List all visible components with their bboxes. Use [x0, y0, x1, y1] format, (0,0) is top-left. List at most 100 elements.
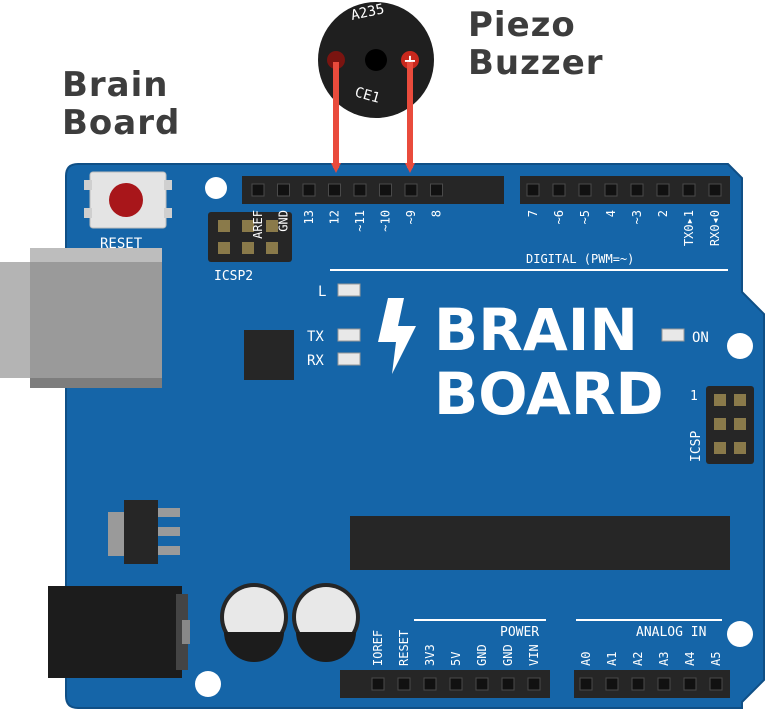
header-pin: [430, 183, 443, 197]
pin-label: 7: [526, 210, 540, 217]
mounting-hole: [195, 671, 221, 697]
pin-label: 8: [430, 210, 444, 217]
pin-label: A3: [657, 652, 671, 666]
board-title: Brain Board: [62, 66, 180, 142]
buzzer-positive-terminal: [401, 51, 419, 69]
icsp-pin1-label: 1: [690, 389, 698, 404]
header-pin: [328, 183, 341, 197]
microcontroller-chip: [350, 516, 730, 570]
digital-labels-right: 7 ~6 ~5 4 ~3 2 TX0▸1 RX0◂0: [526, 210, 722, 246]
buzzer-marking-bottom: CE1: [353, 84, 382, 106]
header-pin: [709, 677, 723, 691]
header-pin: [682, 183, 696, 197]
led-l-label: L: [318, 284, 326, 300]
header-pin: [631, 677, 645, 691]
board-title-line2: Board: [62, 103, 181, 143]
pin-label: ~3: [630, 210, 644, 224]
pin-label: ~6: [552, 210, 566, 224]
header-pin: [371, 677, 385, 691]
pin-label: 3V3: [423, 644, 437, 666]
pin-label: RESET: [397, 630, 411, 666]
header-pin: [552, 183, 566, 197]
header-pin: [475, 677, 489, 691]
header-pin: [708, 183, 722, 197]
pin-label: A2: [631, 652, 645, 666]
pin-label: GND: [475, 644, 489, 666]
lightning-icon: [378, 298, 416, 374]
pin-label: 13: [302, 210, 316, 224]
mounting-hole: [205, 177, 227, 199]
digital-header-right: [520, 176, 730, 204]
pin-label: AREF: [251, 210, 265, 239]
piezo-buzzer: + A235 CE1: [318, 1, 434, 118]
icsp-header: [706, 386, 754, 464]
buzzer-title-line2: Buzzer: [468, 43, 604, 83]
buzzer-negative-terminal: [327, 51, 345, 69]
digital-label: DIGITAL (PWM=~): [526, 252, 634, 266]
digital-pins-left: [251, 183, 443, 197]
pin-label: RX0◂0: [708, 210, 722, 246]
header-pin: [527, 677, 541, 691]
header-pin: [579, 677, 593, 691]
digital-labels-left: AREF GND 13 12 ~11 ~10 ~9 8: [251, 210, 444, 239]
pin-label: A5: [709, 652, 723, 666]
digital-pins-right: [526, 183, 722, 197]
pin-label: ~11: [353, 210, 367, 232]
header-pin: [379, 183, 392, 197]
power-pins: [371, 677, 541, 691]
pin-label: ~5: [578, 210, 592, 224]
led-tx: [337, 328, 361, 342]
header-pin: [526, 183, 540, 197]
usb-chip: [244, 330, 294, 380]
buzzer-title: Piezo Buzzer: [468, 6, 604, 82]
header-pin: [449, 677, 463, 691]
led-on-label: ON: [692, 330, 709, 346]
header-pin: [630, 183, 644, 197]
voltage-regulator: [108, 500, 180, 564]
icsp-label: ICSP: [689, 431, 704, 462]
reset-button[interactable]: [84, 171, 172, 229]
board-pcb: [65, 163, 765, 709]
pin-label: ~10: [379, 210, 393, 232]
pin-label: GND: [501, 644, 515, 666]
led-l: [337, 283, 361, 297]
pin-label: 5V: [449, 652, 463, 666]
header-pin: [353, 183, 367, 197]
analog-label: ANALOG IN: [636, 625, 706, 640]
header-pin: [302, 183, 316, 197]
icsp2-header: [208, 212, 292, 262]
logo-line2: BOARD: [434, 360, 664, 428]
header-pin: [277, 183, 290, 197]
pin-label: 12: [328, 210, 342, 224]
pin-label: A4: [683, 652, 697, 666]
header-pin: [423, 677, 437, 691]
pin-label: VIN: [527, 644, 541, 666]
icsp2-label: ICSP2: [214, 269, 253, 284]
header-pin: [397, 677, 411, 691]
buzzer-plus-symbol: +: [403, 51, 416, 70]
led-rx-label: RX: [307, 353, 324, 369]
led-rx: [337, 352, 361, 366]
buzzer-title-line1: Piezo: [468, 5, 576, 45]
header-pin: [251, 183, 265, 197]
pin-label: ~9: [404, 210, 418, 224]
header-pin: [604, 183, 618, 197]
pin-label: 2: [656, 210, 670, 217]
mounting-hole: [727, 621, 753, 647]
header-pin: [605, 677, 619, 691]
pin-label: GND: [277, 210, 291, 232]
header-pin: [657, 677, 671, 691]
power-jack: [48, 586, 190, 678]
pin-label: TX0▸1: [682, 210, 696, 246]
led-on: [661, 328, 685, 342]
analog-pins: [579, 677, 723, 691]
pin-label: A1: [605, 652, 619, 666]
logo-line1: BRAIN: [434, 296, 638, 364]
buzzer-marking-top: A235: [350, 1, 386, 24]
header-pin: [683, 677, 697, 691]
pin-label: 4: [604, 210, 618, 217]
capacitor: [292, 583, 360, 662]
